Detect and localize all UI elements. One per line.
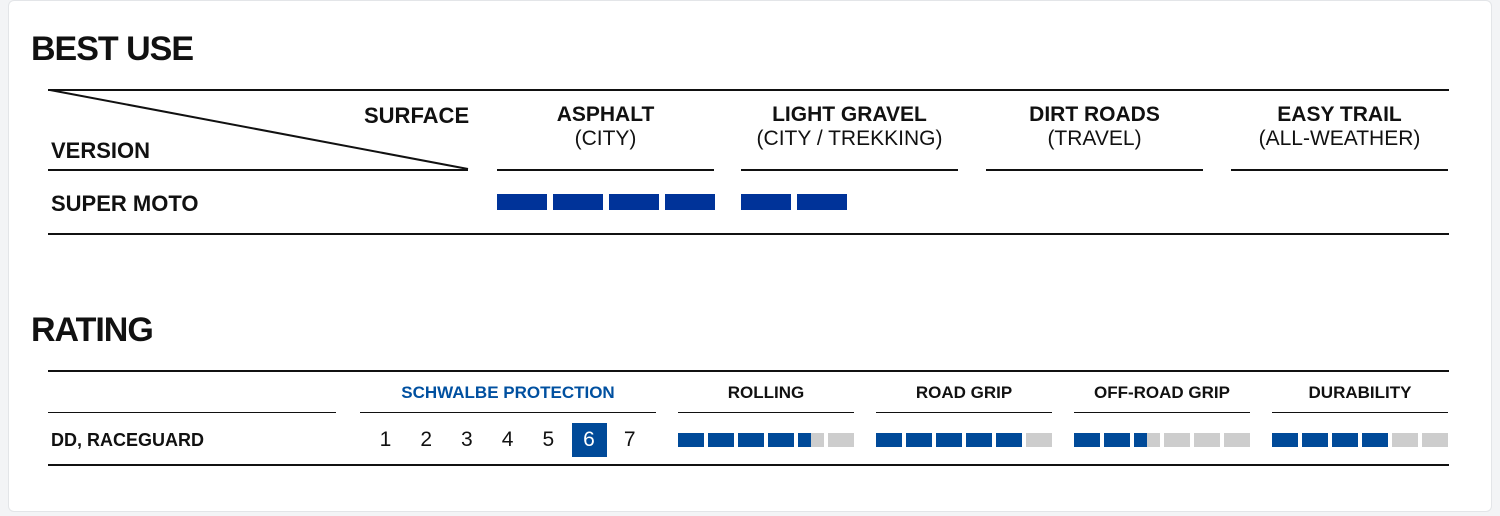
rating-segment [936,433,962,447]
surface-column-header: LIGHT GRAVEL(CITY / TREKKING) [741,103,958,151]
rating-segment [1392,433,1418,447]
level-bar [497,194,547,210]
rating-segment [1332,433,1358,447]
rating-segment [906,433,932,447]
surface-subtitle: (TRAVEL) [1047,127,1142,150]
metric-rating-bar [876,433,1052,447]
metric-rating-bar [678,433,854,447]
metric-header: OFF-ROAD GRIP [1094,383,1230,402]
divider [741,169,958,171]
surface-name: LIGHT GRAVEL [772,103,927,126]
protection-level-2: 2 [420,428,433,451]
surface-column-header: DIRT ROADS(TRAVEL) [986,103,1203,151]
surface-column-header: EASY TRAIL(ALL-WEATHER) [1231,103,1448,151]
metric-rating-bar [1272,433,1448,447]
level-bar [741,194,791,210]
divider [48,233,1449,235]
best-use-level [741,194,847,210]
surface-subtitle: (CITY / TREKKING) [756,127,943,150]
surface-label: SURFACE [364,103,470,128]
rating-segment [966,433,992,447]
surface-subtitle: (ALL-WEATHER) [1258,127,1421,150]
protection-level-4: 4 [501,428,514,451]
divider [1231,169,1448,171]
tire-info-card [8,0,1492,512]
rating-segment [1104,433,1130,447]
rating-segment [708,433,734,447]
version-label: VERSION [51,138,151,163]
protection-level-5: 5 [542,428,555,451]
rating-segment [876,433,902,447]
rating-segment [996,433,1022,447]
rating-segment [1272,433,1298,447]
rating-title: RATING [31,311,154,349]
divider [1074,412,1250,413]
divider [48,412,336,413]
rating-segment [1164,433,1190,447]
metric-header: ROLLING [727,383,805,402]
level-bar [553,194,603,210]
rating-row-label: DD, RACEGUARD [51,430,204,450]
divider [48,89,1449,91]
rating-segment [1026,433,1052,447]
rating-segment [1422,433,1448,447]
protection-header: SCHWALBE PROTECTION [401,383,615,402]
rating-segment [798,433,824,447]
level-bar [797,194,847,210]
divider [48,464,1449,466]
divider [497,169,714,171]
diagonal-divider [49,89,469,170]
surface-subtitle: (CITY) [574,127,637,150]
protection-level-3: 3 [461,428,473,451]
divider [876,412,1052,413]
rating-segment [828,433,854,447]
best-use-title: BEST USE [31,30,194,68]
rating-segment [1074,433,1100,447]
rating-segment [678,433,704,447]
best-use-level [497,194,715,210]
divider [986,169,1203,171]
divider [48,169,468,171]
rating-segment [768,433,794,447]
surface-name: EASY TRAIL [1277,103,1402,126]
protection-level-7: 7 [623,428,636,451]
rating-segment [1224,433,1250,447]
divider [360,412,656,413]
version-name: SUPER MOTO [51,191,199,216]
rating-segment [738,433,764,447]
metric-header: DURABILITY [1308,383,1412,402]
rating-segment [1362,433,1388,447]
rating-segment [1194,433,1220,447]
protection-level-1: 1 [379,428,392,451]
surface-column-header: ASPHALT(CITY) [497,103,714,151]
metric-header: ROAD GRIP [915,383,1013,402]
level-bar [665,194,715,210]
divider [1272,412,1448,413]
surface-name: DIRT ROADS [1029,103,1160,126]
protection-level-6: 6 [571,423,607,457]
level-bar [609,194,659,210]
divider [678,412,854,413]
surface-name: ASPHALT [556,103,655,126]
rating-segment [1134,433,1160,447]
divider [48,370,1449,372]
rating-segment [1302,433,1328,447]
metric-rating-bar [1074,433,1250,447]
